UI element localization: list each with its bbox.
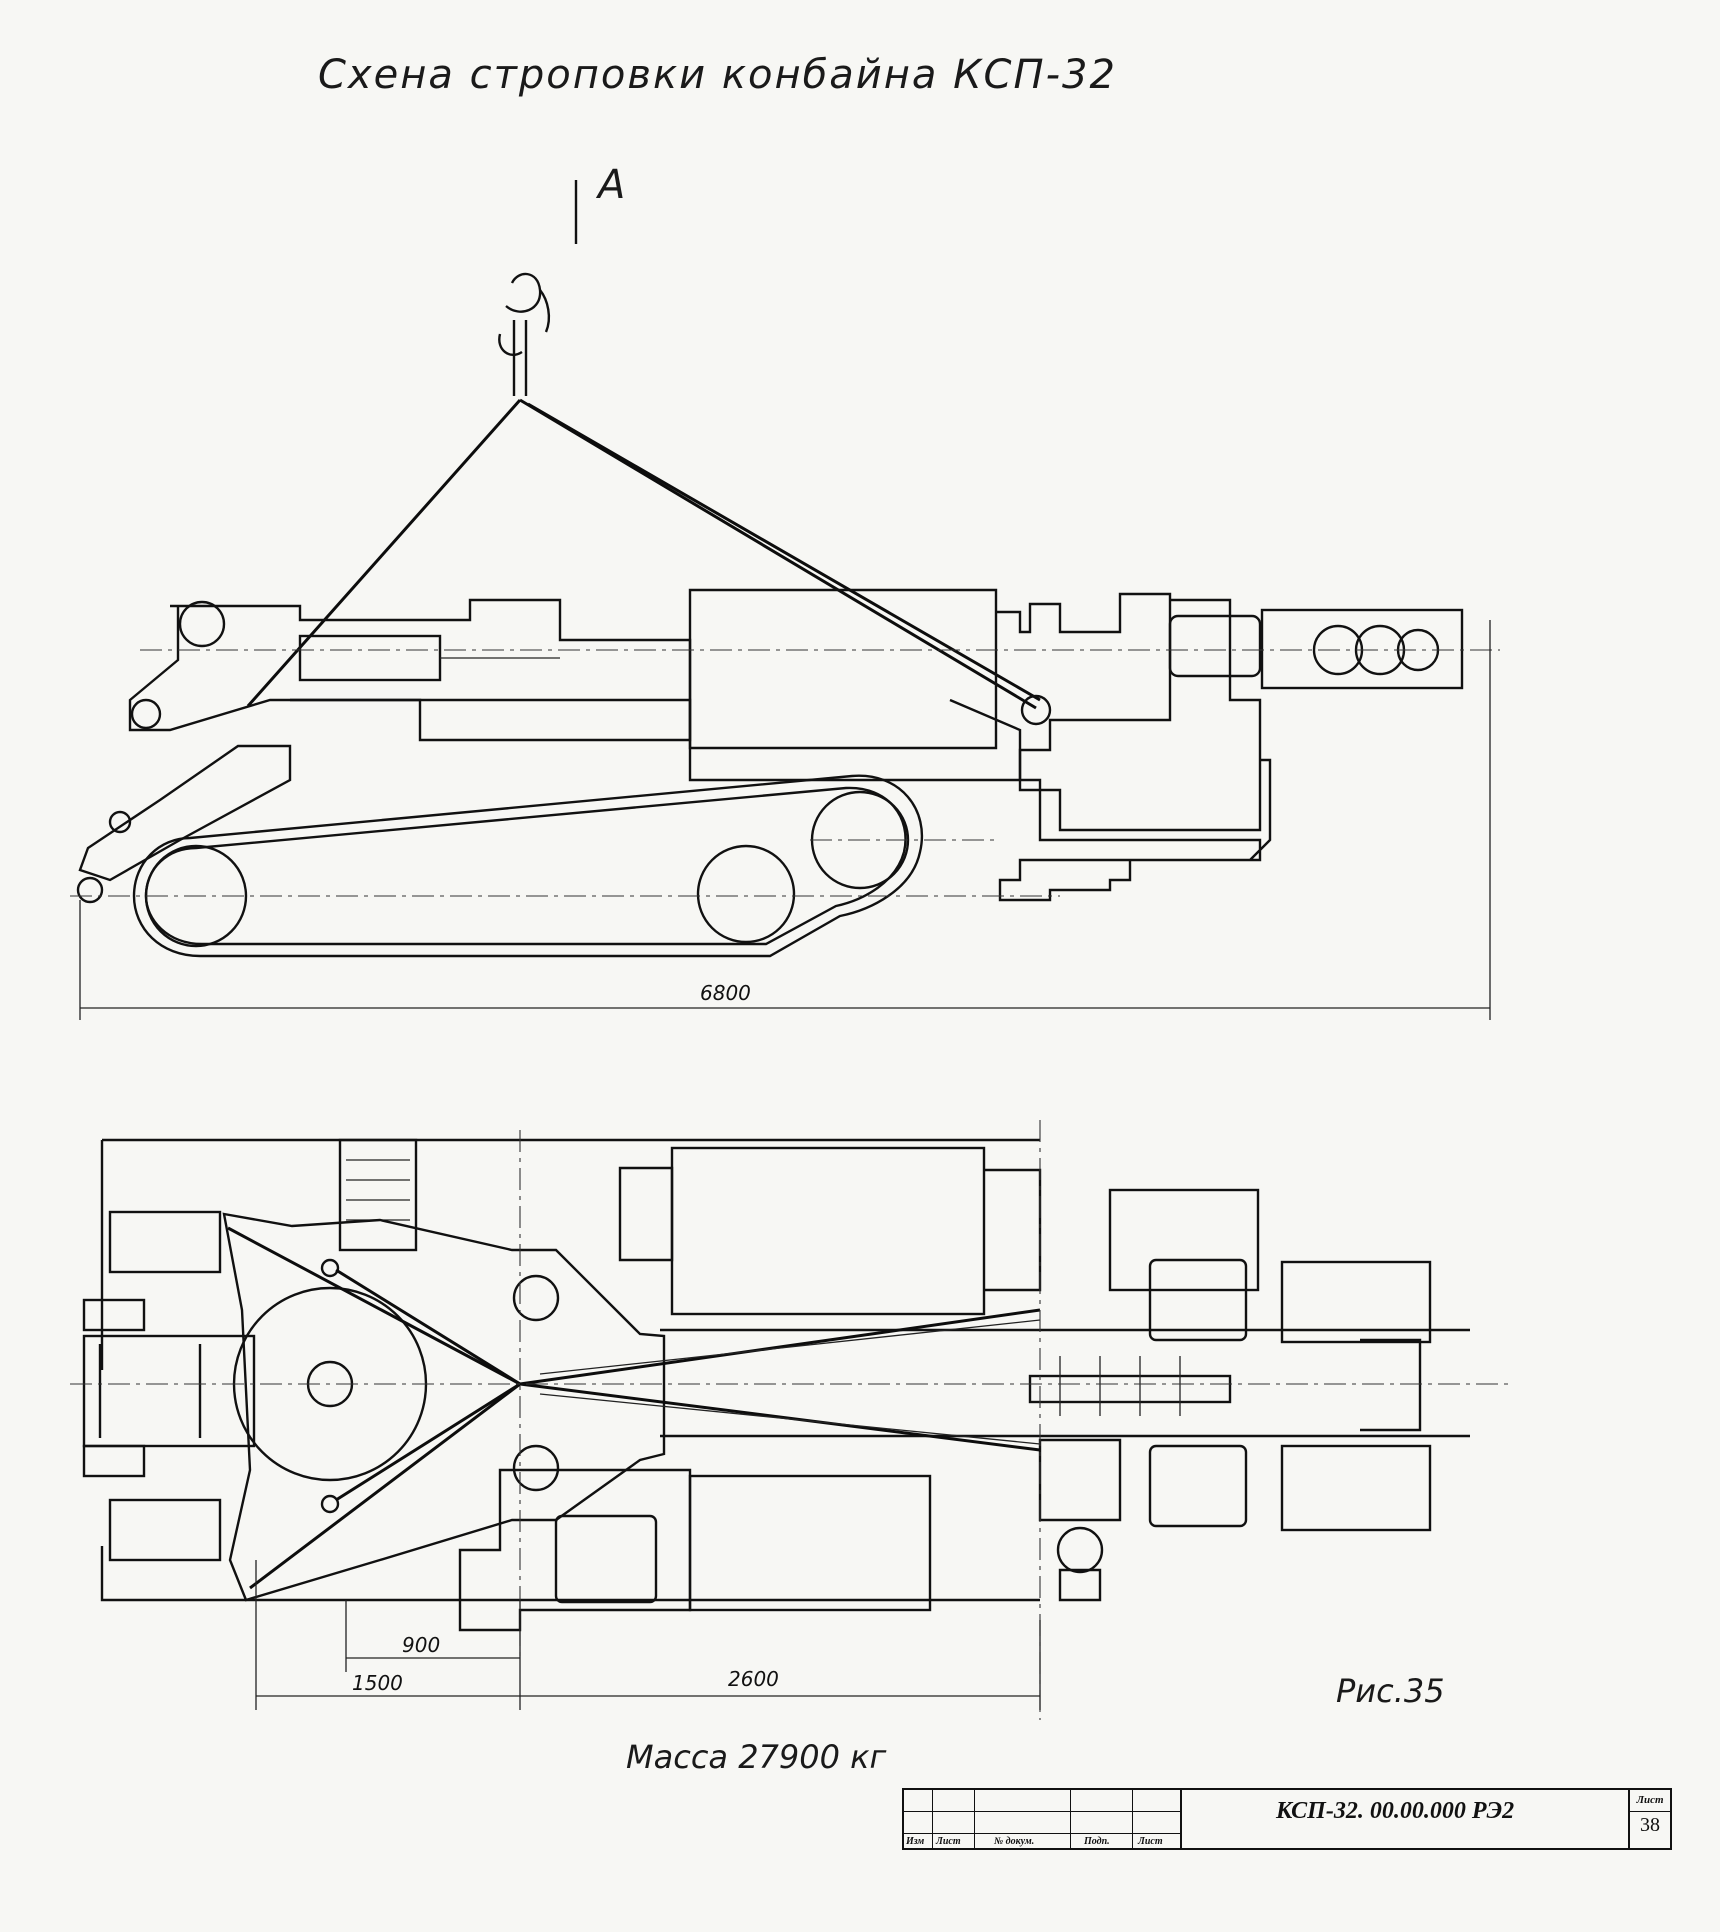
document-code: КСП-32. 00.00.000 РЭ2 xyxy=(1276,1798,1515,1824)
dim-900: 900 xyxy=(402,1633,440,1657)
col-header-sign: Подп. xyxy=(1084,1836,1110,1847)
document-code-cell: КСП-32. 00.00.000 РЭ2 xyxy=(1180,1790,1618,1848)
plan-frame xyxy=(100,1138,1040,1602)
view-a-label: А xyxy=(598,162,626,208)
sheet-cell: Лист 38 xyxy=(1628,1790,1670,1848)
boom-front-pin xyxy=(130,698,162,730)
fin-block xyxy=(338,1138,418,1252)
rear-motor xyxy=(1168,614,1262,678)
dim-6800: 6800 xyxy=(700,981,751,1005)
plan-lug-bottom xyxy=(512,1444,560,1492)
revision-grid: Изм Лист № докум. Подп. Лист xyxy=(904,1790,1180,1848)
col-header-doc: № докум. xyxy=(994,1836,1035,1847)
rear-bottom-gearbox xyxy=(1280,1444,1432,1532)
rear-gearbox xyxy=(1260,608,1464,690)
rear-top-gearbox xyxy=(1280,1260,1432,1344)
title-block: Изм Лист № докум. Подп. Лист КСП-32. 00.… xyxy=(902,1788,1672,1850)
plan-lug-top xyxy=(512,1274,560,1322)
gathering-arm xyxy=(78,744,292,882)
sheet-header: Лист xyxy=(1630,1790,1670,1812)
bottom-cabinet xyxy=(688,1474,932,1612)
boom-pivot xyxy=(178,600,226,648)
crawler-track xyxy=(132,774,923,958)
cutting-head xyxy=(222,1212,666,1602)
col-header-list2: Лист xyxy=(1138,1836,1163,1847)
col-header-list: Лист xyxy=(936,1836,961,1847)
bottom-motor xyxy=(554,1514,658,1604)
rear-top-motor xyxy=(1148,1258,1248,1342)
boom-arm xyxy=(128,598,692,742)
body-block xyxy=(688,588,998,750)
side-dimension: 6800 xyxy=(79,620,1491,1020)
middle-roller xyxy=(696,844,796,944)
mass-label: Масса 27900 кг xyxy=(626,1738,887,1776)
rear-top-unit xyxy=(1108,1188,1260,1292)
rear-bottom-motor xyxy=(1148,1444,1248,1528)
boom-cylinder xyxy=(298,634,442,682)
side-view: 6800 xyxy=(70,272,1500,1020)
col-header-izm: Изм xyxy=(906,1836,925,1847)
chassis xyxy=(290,698,1272,902)
rear-section xyxy=(996,592,1262,832)
sheet-number: 38 xyxy=(1640,1814,1660,1836)
drawing-title: Схена строповки конбайна КСП-32 xyxy=(318,52,1117,98)
dim-1500: 1500 xyxy=(352,1671,403,1695)
plan-slings xyxy=(227,1226,1041,1590)
plan-dimensions: 900 1500 2600 xyxy=(255,1560,1041,1710)
rear-lifting-lug xyxy=(1020,694,1052,726)
side-slings xyxy=(246,398,1041,710)
plan-view: 900 1500 2600 xyxy=(70,1120,1510,1720)
figure-label: Рис.35 xyxy=(1336,1672,1445,1710)
top-cabinet xyxy=(670,1146,986,1316)
crane-hook xyxy=(498,272,551,396)
dim-2600: 2600 xyxy=(728,1667,779,1691)
